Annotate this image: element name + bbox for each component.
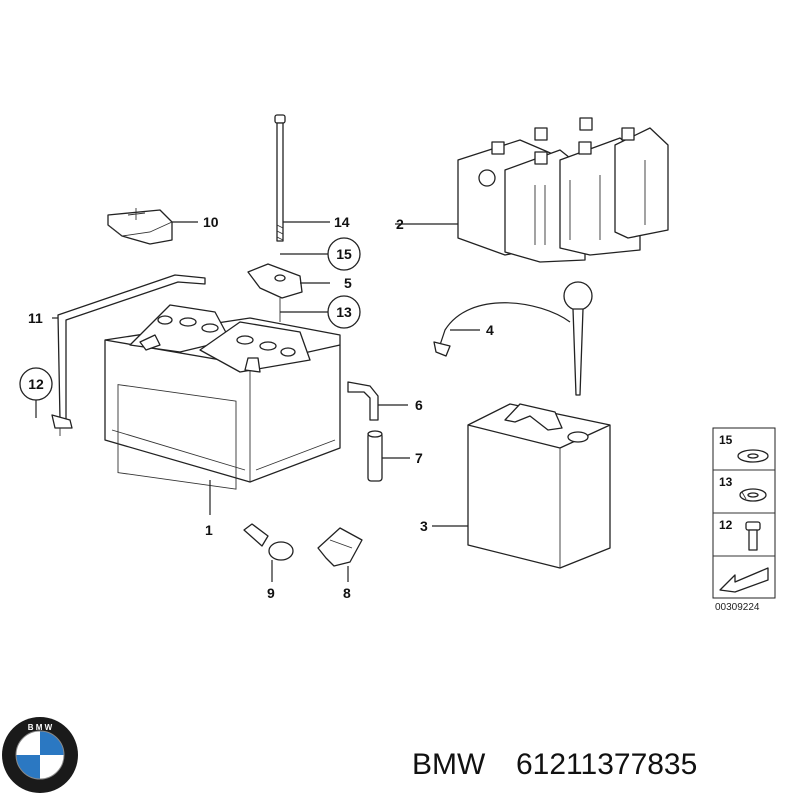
logo-lettering: B M W [28,723,53,732]
callout-9: 9 [267,585,275,601]
vent-plug-illustration [243,523,294,561]
callout-1: 1 [205,522,213,538]
hydrometer-illustration [433,281,593,396]
callout-8: 8 [343,585,351,601]
washer-icon [737,449,769,463]
legend-label-15: 15 [719,433,733,447]
callout-10: 10 [203,214,219,230]
canister-illustration [467,403,611,569]
callout-11: 11 [28,310,43,326]
callout-13-circled: 13 [327,295,361,329]
callout-13: 13 [336,304,352,320]
callout-labels: 1 2 3 4 5 6 7 8 9 10 11 14 15 13 12 [19,214,494,601]
bmw-logo: B M W [2,717,78,793]
legend-label-13: 13 [719,475,733,489]
battery-cells-illustration [457,117,669,263]
callout-12-circled: 12 [19,367,53,401]
direction-arrow-icon [719,567,769,593]
callout-3: 3 [420,518,428,534]
reference-number: 00309224 [715,602,760,613]
bolt-illustration [274,114,286,242]
callout-15: 15 [336,246,352,262]
callout-15-circled: 15 [327,237,361,271]
terminal-cover-illustration [107,208,173,245]
callout-12: 12 [28,376,44,392]
callout-2: 2 [396,216,404,232]
small-parts-legend: 15 13 12 00309224 [712,427,776,613]
spring-washer-icon [739,488,767,502]
callout-6: 6 [415,397,423,413]
callout-5: 5 [344,275,352,291]
legend-label-12: 12 [719,518,733,532]
battery-illustration [104,304,341,490]
brand-name: BMW [412,748,486,781]
part-number: 61211377835 [516,748,697,781]
callout-14: 14 [334,214,350,230]
callout-4: 4 [486,322,494,338]
hold-down-bar-illustration [51,274,206,436]
bracket-illustration [247,263,303,322]
leader-lines [35,221,480,582]
vent-tube-illustration [367,430,383,482]
vent-elbow-illustration [347,381,379,421]
screw-icon [745,521,761,551]
callout-7: 7 [415,450,423,466]
clamp-illustration [317,527,363,567]
